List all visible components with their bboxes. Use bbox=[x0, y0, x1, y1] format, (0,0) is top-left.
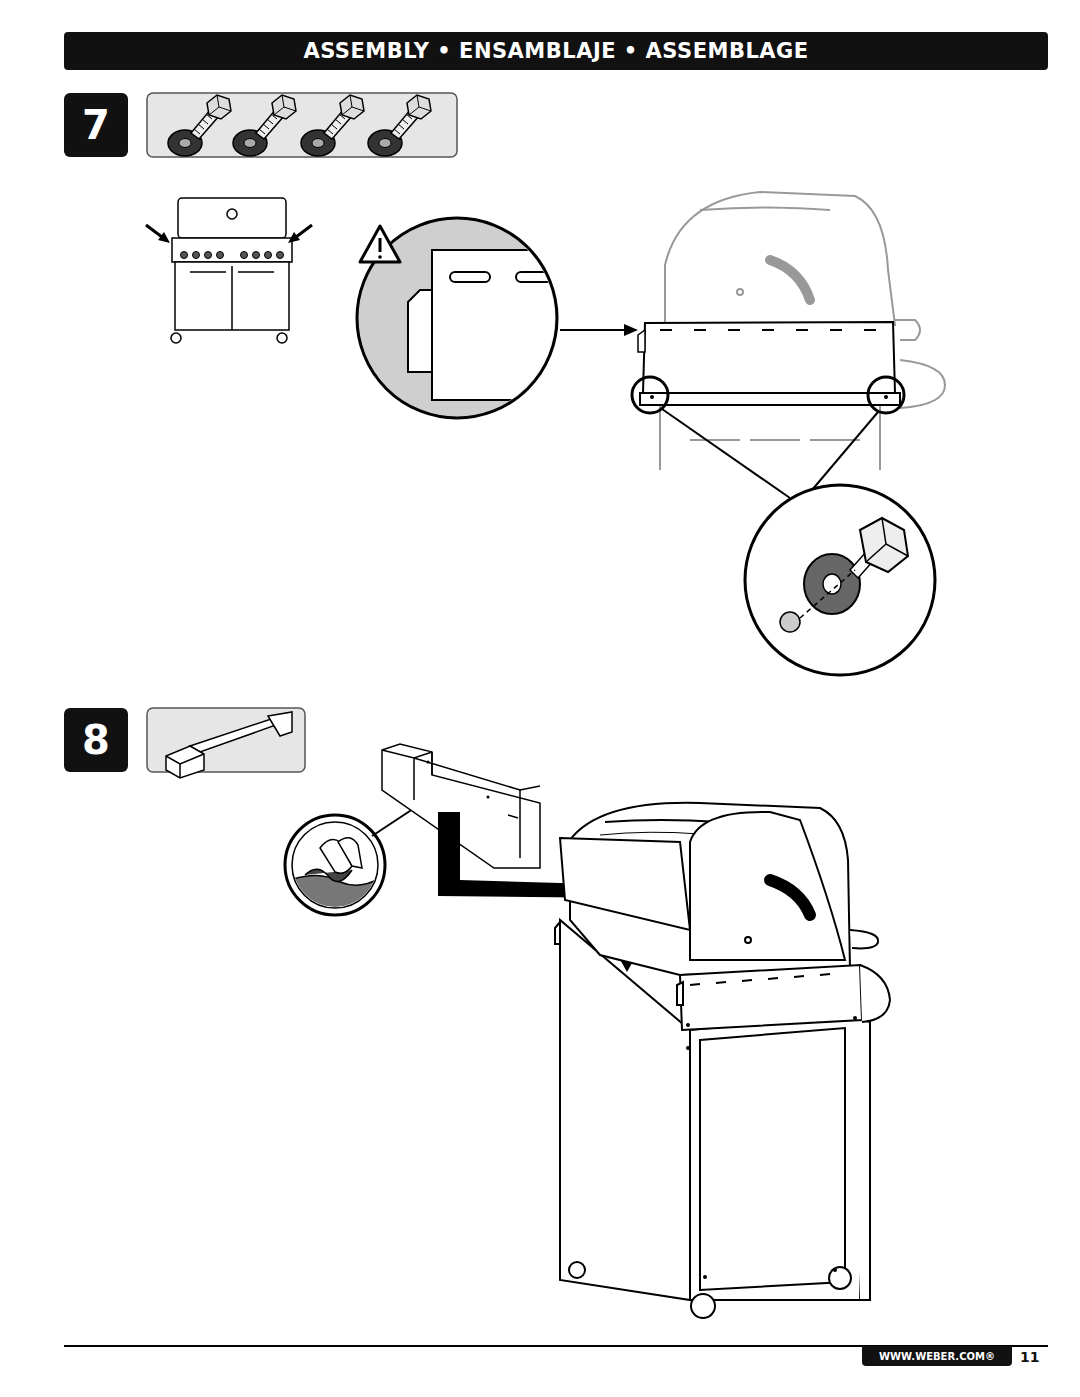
website-tab-text: WWW.WEBER.COM® bbox=[879, 1351, 995, 1362]
step-number-text: 8 bbox=[82, 717, 110, 763]
website-tab: WWW.WEBER.COM® bbox=[862, 1346, 1012, 1366]
step-number-text: 7 bbox=[82, 102, 110, 148]
page-number: 11 bbox=[1020, 1349, 1039, 1365]
step-number: 8 bbox=[64, 708, 128, 772]
step-number: 7 bbox=[64, 93, 128, 157]
section-heading: ASSEMBLY • ENSAMBLAJE • ASSEMBLAGE bbox=[64, 32, 1048, 70]
